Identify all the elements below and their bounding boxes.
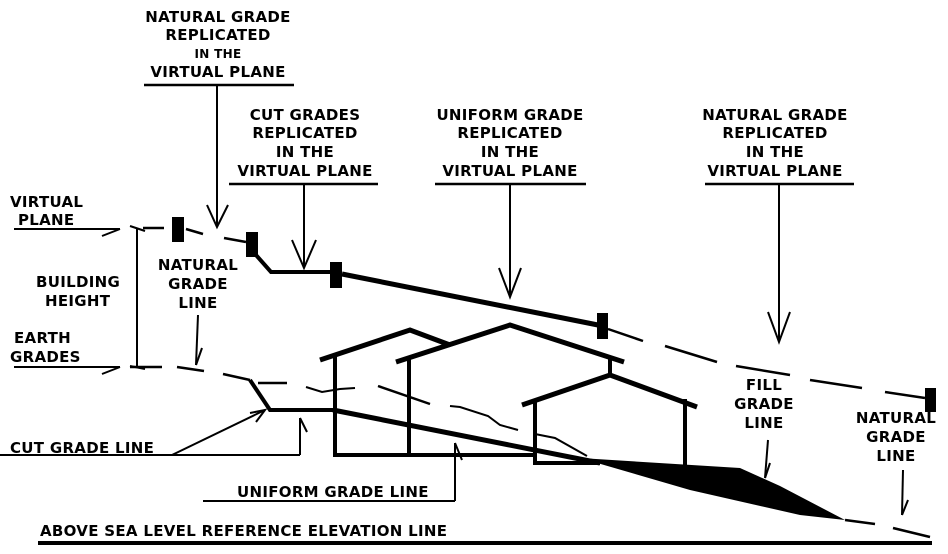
label-natural-grade-line-left: NATURAL GRADE LINE [158,256,238,366]
label-line: GRADE [168,275,228,293]
callout-line: IN THE [746,143,804,161]
reference-label: ABOVE SEA LEVEL REFERENCE ELEVATION LINE [40,522,447,540]
label-line: LINE [178,294,217,312]
plane-dash [809,378,863,390]
label-leader [171,409,266,456]
grade-dash [377,384,431,406]
grade-dash [449,405,519,431]
cut-grade-line [248,378,333,412]
callout-line: REPLICATED [722,124,827,142]
house-roof [521,372,698,410]
house-roof [395,322,625,365]
arrow-head-icon [291,239,317,271]
reference-elevation-line: ABOVE SEA LEVEL REFERENCE ELEVATION LINE [38,522,932,545]
callout-line: CUT GRADES [250,106,361,124]
arrow-head-icon [299,417,308,433]
grade-dash [844,518,876,526]
label-leader [764,439,769,479]
plane-dash [884,390,926,400]
arrow-head-icon [249,408,268,423]
arrow-head-icon [101,366,121,375]
label-building-height: BUILDING HEIGHT [36,225,146,370]
callout-line: VIRTUAL PLANE [150,63,285,81]
label-uniform-grade-line: UNIFORM GRADE LINE [203,442,463,502]
plane-marker [172,217,184,242]
label-line: PLANE [18,211,74,229]
label-line: HEIGHT [45,292,111,310]
plane-marker [246,232,258,257]
plane-dash [664,344,718,364]
grade-dash [222,372,251,382]
label-line: NATURAL [856,409,936,427]
house-middle [395,322,625,455]
grade-dash [892,526,931,539]
house-left [319,327,535,457]
label-line: LINE [876,447,915,465]
label-line: VIRTUAL [10,193,83,211]
arrow-head-icon [454,442,463,461]
label-virtual-plane: VIRTUAL PLANE [10,193,121,237]
natural-grade-line [130,365,931,539]
label-text: CUT GRADE LINE [10,439,154,457]
grade-dash [176,365,205,373]
label-text: UNIFORM GRADE LINE [237,483,429,501]
label-line: LINE [744,414,783,432]
label-natural-grade-line-right: NATURAL GRADE LINE [856,409,936,516]
callout-line: IN THE [481,143,539,161]
plane-marker [330,262,342,288]
arrow-head-icon [195,347,203,366]
house-right [521,372,698,468]
callout-cut-grades: CUT GRADES REPLICATED IN THE VIRTUAL PLA… [229,106,378,271]
callout-line: UNIFORM GRADE [436,106,583,124]
house-roof [319,327,451,363]
plane-dash [185,227,204,236]
callout-line: REPLICATED [165,26,270,44]
arrow-head-icon [206,204,229,230]
callout-line: NATURAL GRADE [145,8,290,26]
label-line: EARTH [14,329,71,347]
uniform-grade-replica [341,271,599,328]
callout-line: IN THE [195,47,242,61]
label-line: NATURAL [158,256,238,274]
label-fill-grade-line: FILL GRADE LINE [734,376,794,479]
arrow-head-icon [101,228,121,237]
plane-dash [607,327,644,343]
arrow-head-icon [764,462,771,479]
virtual-plane-line [143,217,936,412]
callout-line: REPLICATED [252,124,357,142]
label-line: GRADES [10,348,81,366]
plane-marker [925,388,936,412]
callout-uniform-grade: UNIFORM GRADE REPLICATED IN THE VIRTUAL … [435,106,586,300]
label-leader [195,314,199,366]
callout-natural-grade-left: NATURAL GRADE REPLICATED IN THE VIRTUAL … [144,8,294,230]
label-line: GRADE [866,428,926,446]
label-leader [901,469,904,516]
dimension-tick [129,225,146,232]
fill-grade-wedge [580,458,845,520]
arrow-head-icon [767,311,791,345]
arrow-head-icon [901,499,909,516]
plane-dash [735,364,791,377]
uniform-grade-line [332,407,601,466]
label-earth-grades: EARTH GRADES [10,329,121,375]
label-cut-grade-line: CUT GRADE LINE [0,408,308,457]
callout-natural-grade-right: NATURAL GRADE REPLICATED IN THE VIRTUAL … [702,106,854,345]
callout-line: NATURAL GRADE [702,106,847,124]
cut-grade-replica [254,253,330,274]
arrow-head-icon [498,267,522,300]
callout-line: VIRTUAL PLANE [442,162,577,180]
label-line: GRADE [734,395,794,413]
grade-dash [534,433,588,457]
label-line: BUILDING [36,273,120,291]
plane-marker [597,313,608,339]
callout-line: VIRTUAL PLANE [707,162,842,180]
grade-dash [305,386,356,394]
label-line: FILL [746,376,782,394]
callout-line: REPLICATED [457,124,562,142]
callout-line: IN THE [276,143,334,161]
callout-line: VIRTUAL PLANE [237,162,372,180]
plane-dash [223,236,247,244]
